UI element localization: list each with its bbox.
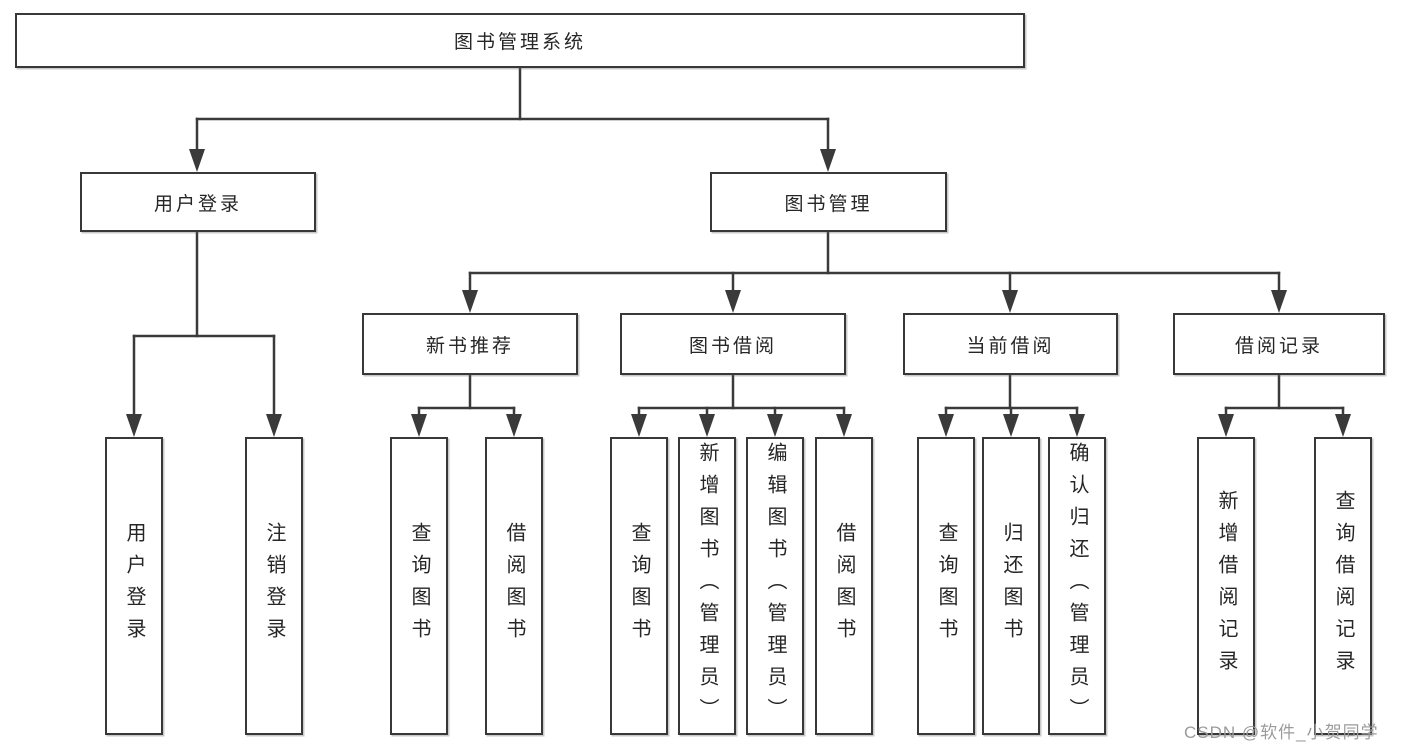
node-label: 确认归还（管理员） <box>1066 442 1088 730</box>
leaf-query-books-current: 查询图书 <box>917 437 975 735</box>
node-label: 新书推荐 <box>425 335 514 357</box>
node-label: 查询借阅记录 <box>1332 490 1354 682</box>
node-label: 图书管理系统 <box>453 32 586 53</box>
node-current-borrow: 当前借阅 <box>903 313 1118 375</box>
node-label: 查询图书 <box>628 522 650 650</box>
node-label: 借阅图书 <box>833 522 855 650</box>
node-book-management: 图书管理 <box>710 172 947 232</box>
csdn-watermark: CSDN @软件_小贺同学 <box>1184 723 1379 742</box>
node-book-borrow: 图书借阅 <box>620 313 846 375</box>
leaf-add-borrow-record: 新增借阅记录 <box>1197 437 1255 735</box>
leaf-logout: 注销登录 <box>245 437 303 735</box>
node-label: 查询图书 <box>935 522 957 650</box>
leaf-query-books-recommend: 查询图书 <box>390 437 448 735</box>
leaf-borrow-books-recommend: 借阅图书 <box>485 437 543 735</box>
node-label: 注销登录 <box>263 522 285 650</box>
node-label: 借阅图书 <box>503 522 525 650</box>
leaf-query-books-borrow: 查询图书 <box>610 437 668 735</box>
node-label: 查询图书 <box>408 522 430 650</box>
node-label: 新增图书（管理员） <box>696 442 718 730</box>
leaf-edit-books-admin: 编辑图书（管理员） <box>746 437 804 735</box>
node-label: 当前借阅 <box>966 335 1055 357</box>
leaf-add-books-admin: 新增图书（管理员） <box>678 437 736 735</box>
leaf-query-borrow-record: 查询借阅记录 <box>1314 437 1372 735</box>
node-label: 归还图书 <box>1000 522 1022 650</box>
leaf-user-login: 用户登录 <box>105 437 163 735</box>
node-new-book-recommend: 新书推荐 <box>362 313 578 375</box>
node-label: 图书借阅 <box>688 335 777 357</box>
node-label: 编辑图书（管理员） <box>764 442 786 730</box>
node-user-login: 用户登录 <box>80 172 316 232</box>
node-label: 新增借阅记录 <box>1215 490 1237 682</box>
node-label: 用户登录 <box>123 522 145 650</box>
node-label: 用户登录 <box>153 193 242 215</box>
leaf-return-books: 归还图书 <box>982 437 1040 735</box>
node-label: 借阅记录 <box>1234 335 1323 357</box>
node-label: 图书管理 <box>784 193 873 215</box>
node-borrow-record: 借阅记录 <box>1173 313 1385 375</box>
node-library-management-system: 图书管理系统 <box>15 13 1025 68</box>
leaf-confirm-return-admin: 确认归还（管理员） <box>1048 437 1106 735</box>
leaf-borrow-books: 借阅图书 <box>815 437 873 735</box>
